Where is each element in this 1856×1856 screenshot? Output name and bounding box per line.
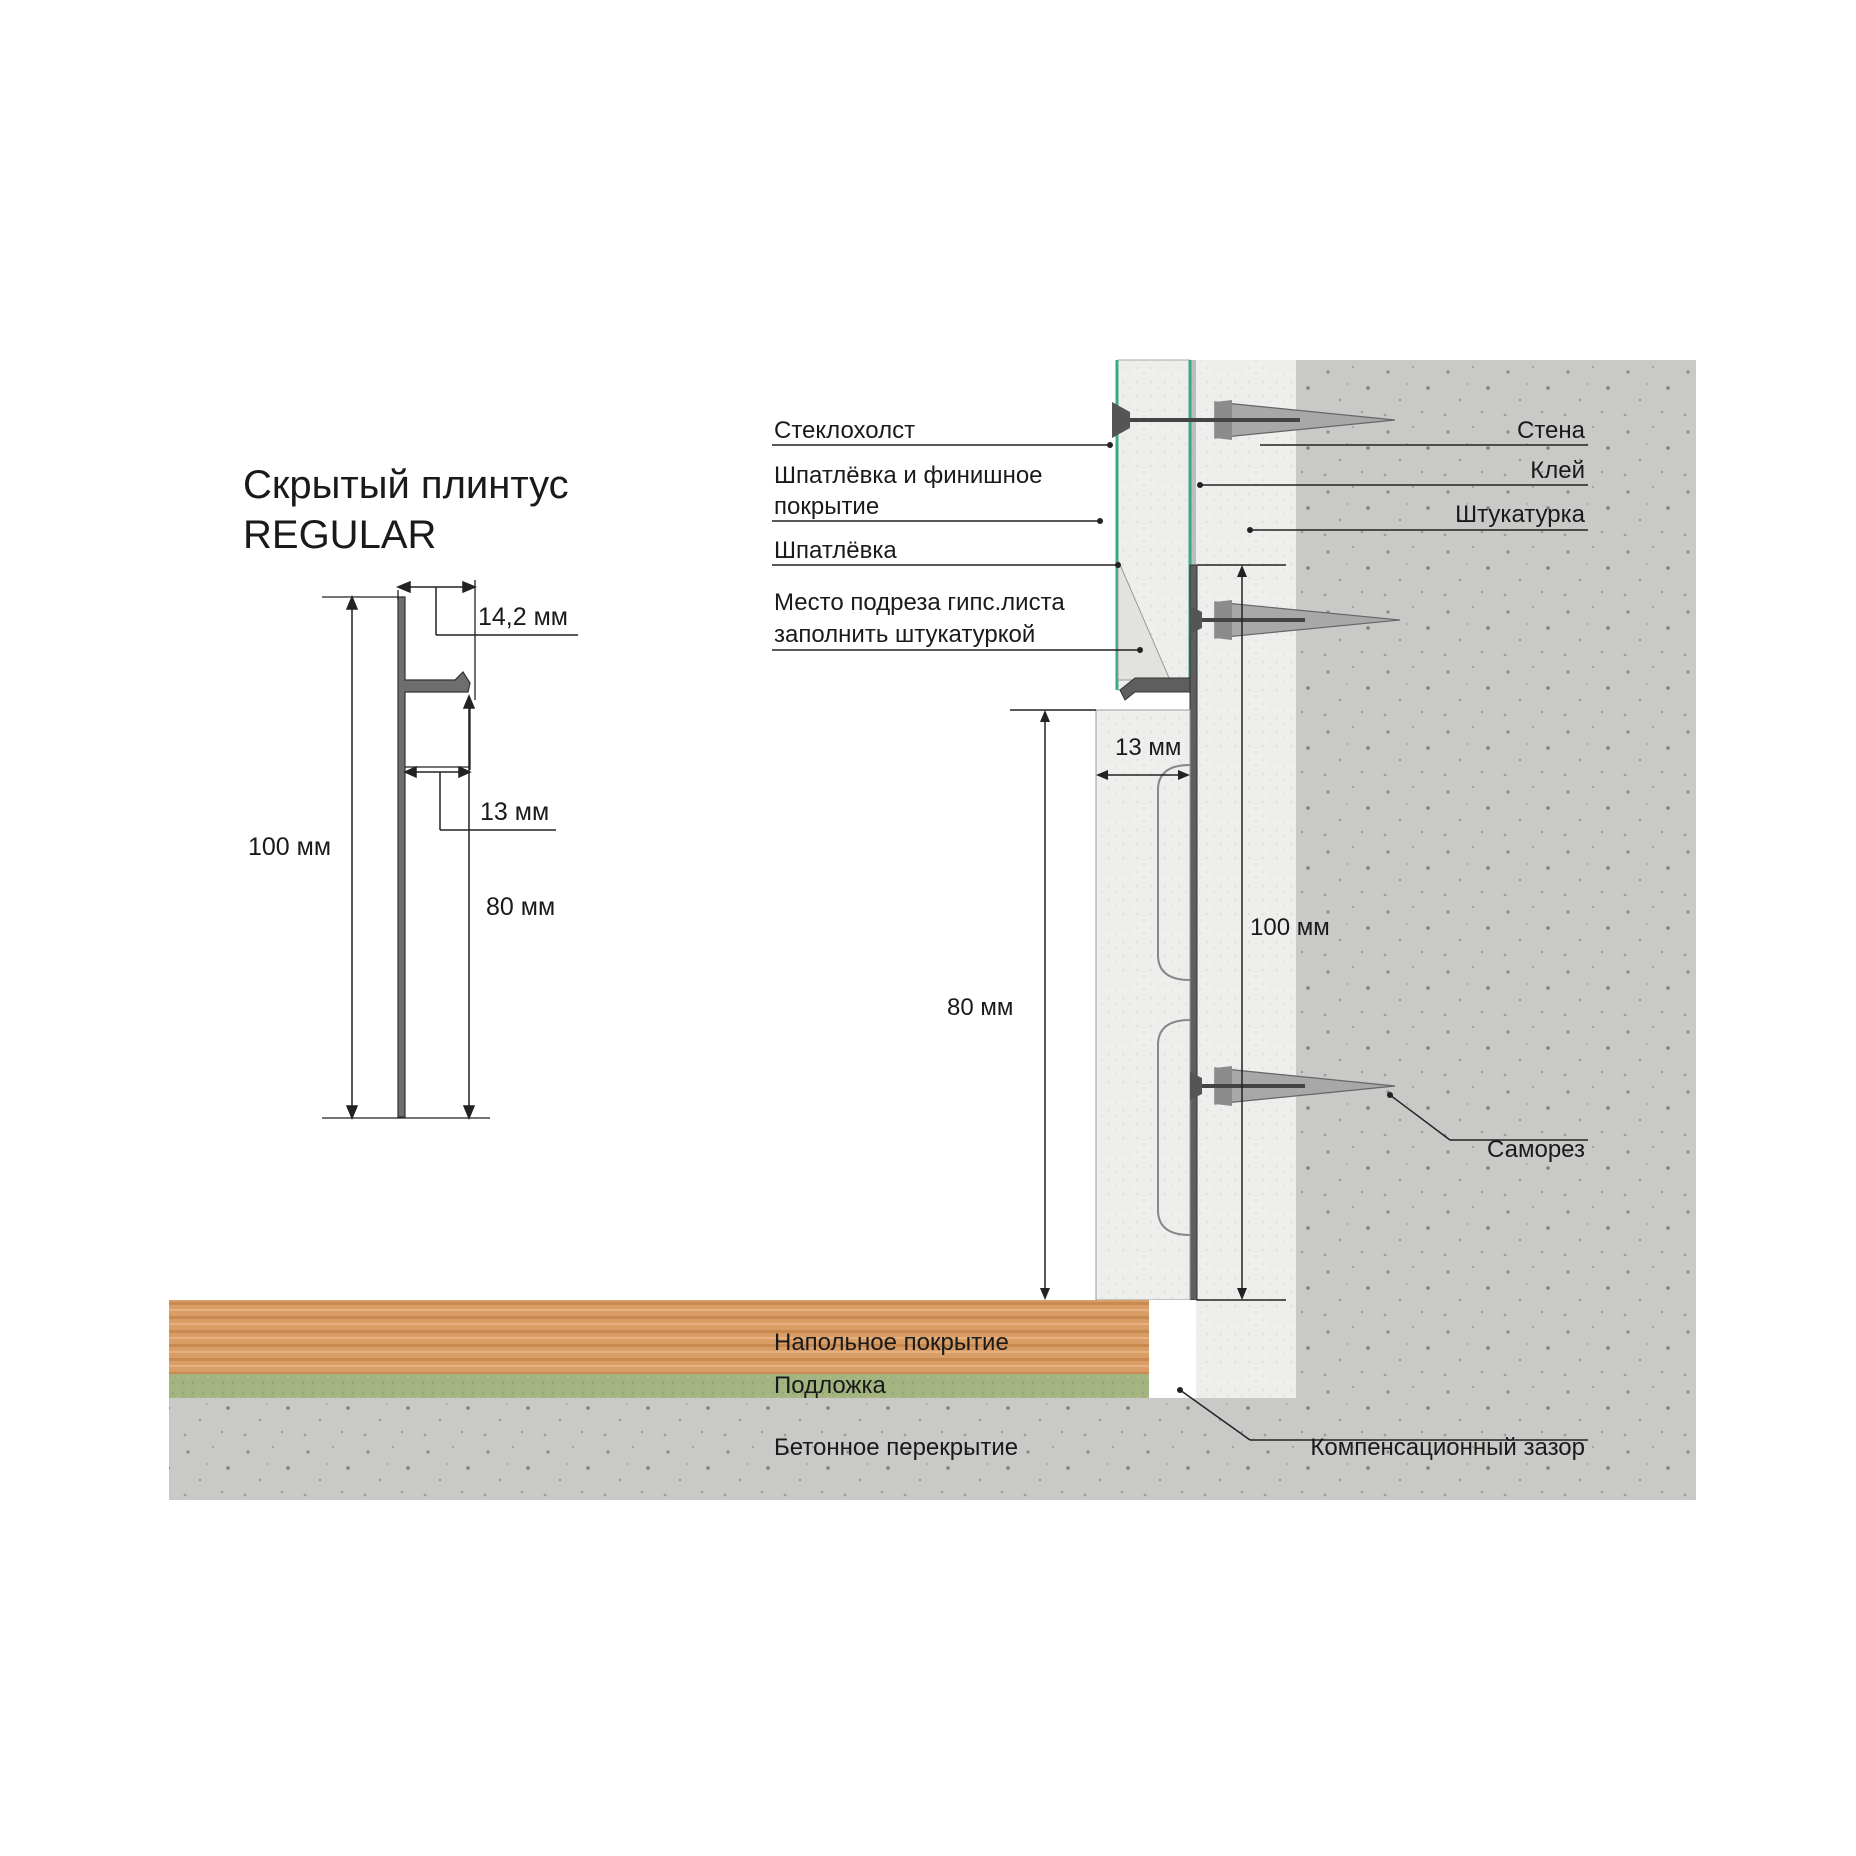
plaster-layer: [1196, 360, 1296, 1400]
label-compensation-gap: Компенсационный зазор: [1310, 1434, 1585, 1461]
right-leader-lines: [1179, 444, 1588, 1441]
profile-width-bottom-label: 13 мм: [480, 798, 549, 826]
dowel-bottom: [1190, 1066, 1396, 1106]
label-cut-line1: Место подреза гипс.листа: [774, 589, 1065, 616]
section-drawing: 13 мм 100 мм 80 мм: [169, 359, 1696, 1500]
section-dimension-arrows: [1040, 565, 1247, 1300]
profile-height-lower-label: 80 мм: [486, 893, 555, 921]
floor-cover-layer: [169, 1300, 1149, 1374]
title-line-2: REGULAR: [243, 513, 437, 557]
section-dimension-lines: [1010, 564, 1286, 1301]
section-height-total-label: 100 мм: [1250, 914, 1330, 941]
left-leader-lines: [772, 444, 1140, 651]
label-plaster: Штукатурка: [1455, 501, 1585, 528]
label-glue: Клей: [1530, 457, 1585, 484]
label-floor-cover: Напольное покрытие: [774, 1329, 1009, 1356]
right-leader-dots: [1177, 482, 1393, 1393]
profile-dimension-lines: [345, 580, 578, 1120]
label-glass-fiber: Стеклохолст: [774, 417, 915, 444]
diagram-title: Скрытый плинтус REGULAR: [243, 460, 569, 560]
label-putty-finish-line2: покрытие: [774, 493, 879, 520]
label-wall: Стена: [1517, 417, 1586, 444]
underlay-layer: [169, 1374, 1149, 1398]
profile-shape: [397, 596, 471, 1118]
label-screw: Саморез: [1487, 1136, 1585, 1163]
title-line-1: Скрытый плинтус: [243, 463, 569, 507]
label-underlay: Подложка: [774, 1372, 887, 1399]
concrete-wall: [1296, 360, 1696, 1400]
profile-height-total-label: 100 мм: [248, 833, 331, 861]
compensation-gap: [1149, 1300, 1196, 1398]
profile-width-top-label: 14,2 мм: [478, 603, 568, 631]
profile-extension-lines: [322, 580, 490, 1119]
label-concrete-slab: Бетонное перекрытие: [774, 1434, 1018, 1461]
dowel-top: [1112, 400, 1396, 440]
concrete-slab: [169, 1398, 1696, 1500]
section-width-label: 13 мм: [1115, 734, 1181, 761]
dowel-middle: [1190, 600, 1401, 640]
label-cut-line2: заполнить штукатуркой: [774, 621, 1035, 648]
profile-inner-channel: [1157, 764, 1191, 1236]
section-height-lower-label: 80 мм: [947, 994, 1013, 1021]
left-leader-dots: [1097, 442, 1143, 653]
profile-cavity: [1095, 709, 1191, 1301]
label-putty-finish-line1: Шпатлёвка и финишное: [774, 462, 1043, 489]
label-putty: Шпатлёвка: [774, 537, 897, 564]
profile-drawing: 14,2 мм 13 мм 100 мм 80 мм: [248, 580, 578, 1120]
